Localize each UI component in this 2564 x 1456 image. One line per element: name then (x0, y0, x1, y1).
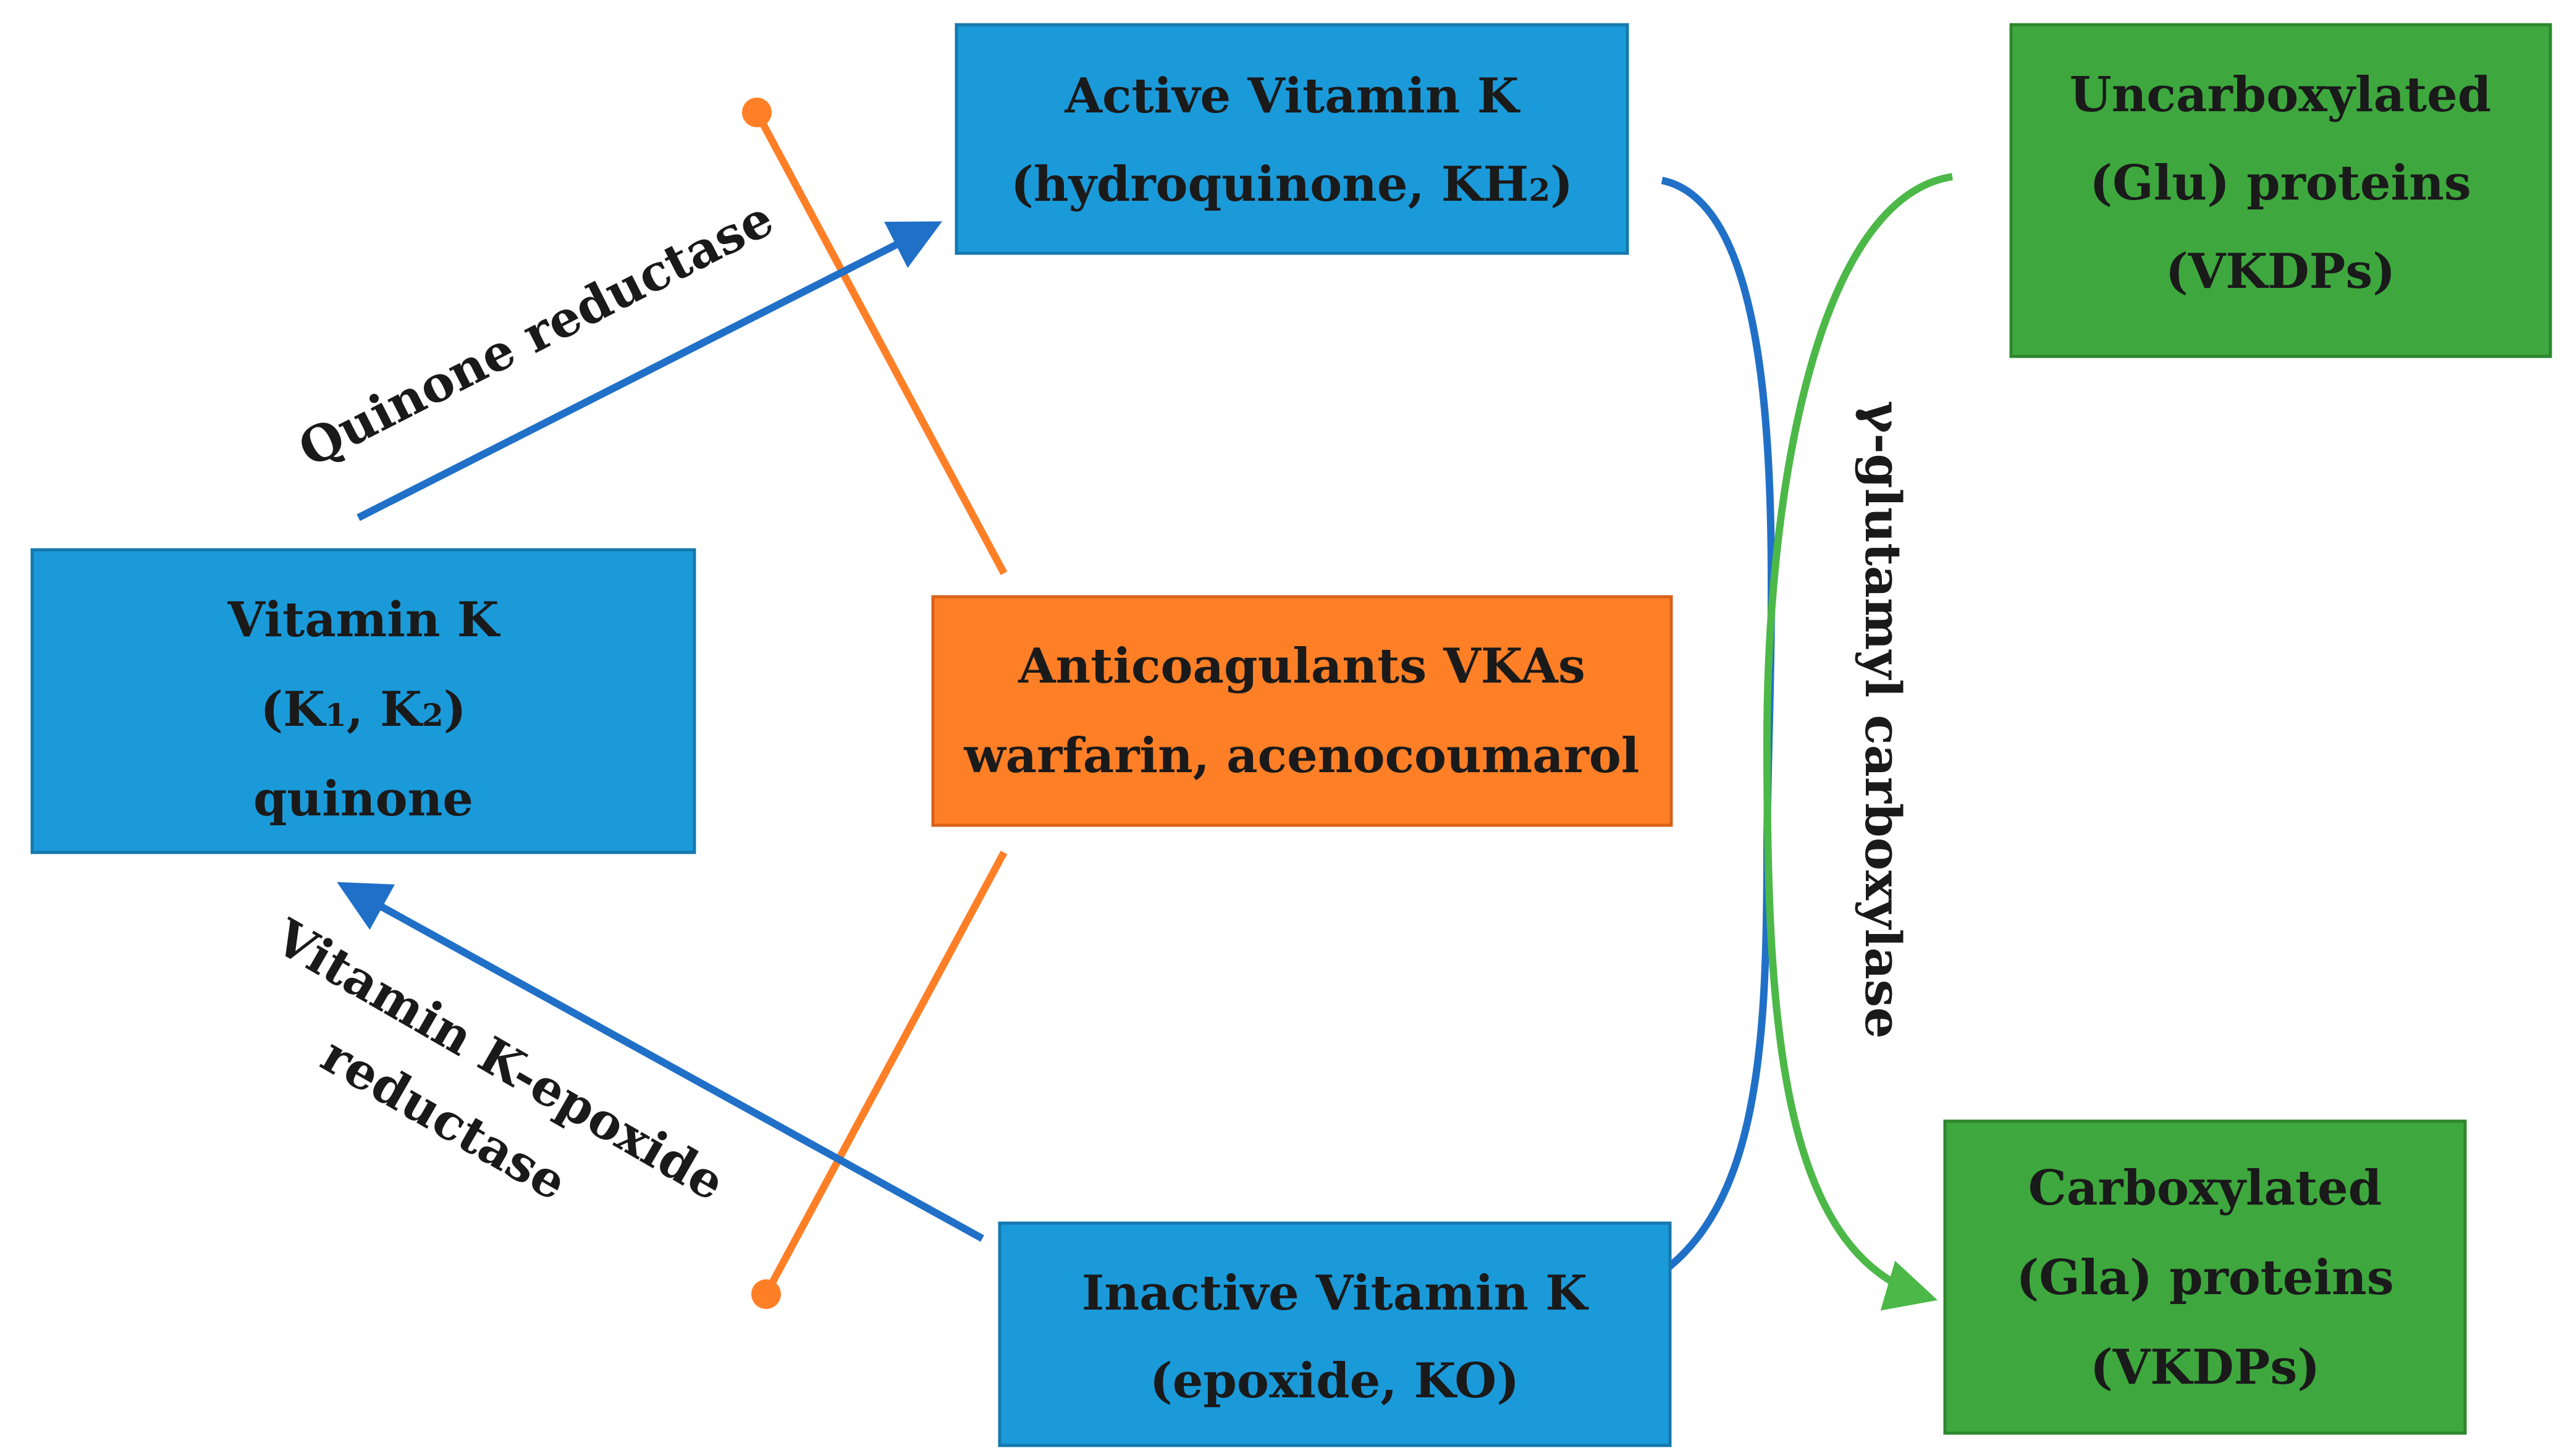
uncarboxylated-title: Uncarboxylated (2070, 67, 2492, 123)
carboxylated-group: (VKDPs) (2090, 1339, 2320, 1395)
vitamin-k-title: Vitamin K (227, 592, 500, 648)
uncarboxylated-type: (Glu) proteins (2090, 155, 2471, 211)
carboxylated-proteins-node: Carboxylated (Gla) proteins (VKDPs) (1943, 1119, 2467, 1435)
active-vitamin-k-title: Active Vitamin K (1065, 68, 1521, 124)
inactive-vitamin-k-subtitle: (epoxide, KO) (1150, 1353, 1519, 1409)
vitamin-k-state: quinone (253, 771, 473, 827)
anticoagulants-title: Anticoagulants VKAs (1018, 638, 1585, 694)
carboxylase-label: γ-glutamyl carboxylase (1854, 400, 1912, 1038)
carboxylation-arrow (1763, 173, 1953, 1311)
uncarboxylated-proteins-node: Uncarboxylated (Glu) proteins (VKDPs) (2009, 23, 2552, 358)
anticoagulants-node: Anticoagulants VKAs warfarin, acenocouma… (931, 595, 1673, 827)
quinone-reductase-label: Quinone reductase (289, 189, 782, 478)
active-vitamin-k-subtitle: (hydroquinone, KH2) (1011, 156, 1573, 213)
inhibition-lower (751, 851, 1008, 1309)
uncarboxylated-group: (VKDPs) (2165, 243, 2395, 300)
inhibition-upper (742, 98, 1008, 575)
epoxide-reductase-arrow (337, 882, 984, 1242)
vitamin-k-forms: (K1, K2) (260, 681, 466, 738)
carboxylated-type: (Gla) proteins (2016, 1250, 2393, 1306)
quinone-reductase-arrow (356, 221, 942, 521)
anticoagulants-drugs: warfarin, acenocoumarol (963, 728, 1639, 784)
active-vitamin-k-node: Active Vitamin K (hydroquinone, KH2) (955, 23, 1629, 255)
inhibition-dot-icon (742, 98, 772, 127)
carboxylated-title: Carboxylated (2028, 1160, 2382, 1216)
vitamin-k-node: Vitamin K (K1, K2) quinone (30, 548, 696, 854)
inhibition-dot-icon (751, 1279, 781, 1309)
inactive-vitamin-k-node: Inactive Vitamin K (epoxide, KO) (998, 1221, 1672, 1447)
inactive-vitamin-k-title: Inactive Vitamin K (1082, 1265, 1589, 1321)
